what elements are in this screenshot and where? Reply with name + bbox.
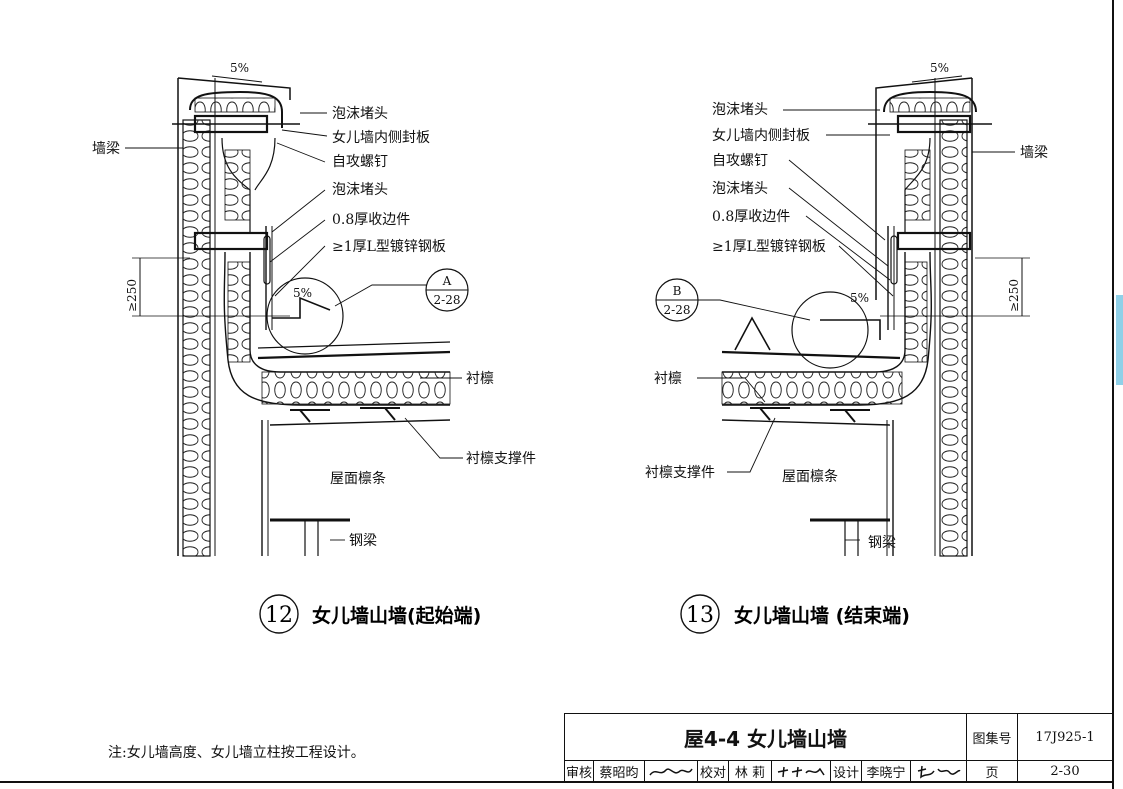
label-wall-beam-13: 墙梁 xyxy=(1020,145,1048,161)
label-foam-plug-12a: 泡沫堵头 xyxy=(332,106,388,122)
checker-signature xyxy=(771,760,831,783)
label-slope-13b: 5% xyxy=(850,291,869,305)
check-label: 校对 xyxy=(697,760,729,783)
label-slope-13: 5% xyxy=(930,61,949,75)
label-steel-beam-13: 钢梁 xyxy=(868,535,896,551)
label-inner-cover-12: 女儿墙内侧封板 xyxy=(332,129,430,146)
label-screw-12: 自攻螺钉 xyxy=(332,154,388,170)
detail-12-title: 12 女儿墙山墙(起始端) xyxy=(259,594,481,634)
label-sub-purlin-12: 衬檩 xyxy=(466,370,494,387)
page-number: 2-30 xyxy=(1017,760,1113,783)
label-slope-12b: 5% xyxy=(293,286,312,300)
reviewer-signature xyxy=(644,760,698,783)
callout-a-page: 2-28 xyxy=(434,293,461,307)
callout-b: B 2-28 xyxy=(655,278,699,322)
label-l-plate-12: ≥1厚L型镀锌钢板 xyxy=(332,238,446,255)
detail-13-title: 13 女儿墙山墙 (结束端) xyxy=(680,594,910,634)
reviewer-name: 蔡昭昀 xyxy=(593,760,645,783)
detail-13-drawing xyxy=(697,75,1030,557)
label-foam-plug-13b: 泡沫堵头 xyxy=(712,181,768,197)
design-label: 设计 xyxy=(830,760,862,783)
designer-signature xyxy=(910,760,967,783)
label-steel-beam-12: 钢梁 xyxy=(349,533,377,549)
detail-13-number: 13 xyxy=(686,603,714,628)
detail-12-name: 女儿墙山墙(起始端) xyxy=(312,604,481,627)
label-foam-plug-12b: 泡沫堵头 xyxy=(332,182,388,198)
label-sub-purlin-support-12: 衬檩支撑件 xyxy=(466,450,536,467)
side-tab xyxy=(1116,295,1123,385)
label-dim-250-13: ≥250 xyxy=(1007,279,1021,312)
label-slope-12: 5% xyxy=(230,61,249,75)
detail-13-name: 女儿墙山墙 (结束端) xyxy=(734,604,910,627)
atlas-label: 图集号 xyxy=(966,713,1018,761)
general-note: 注:女儿墙高度、女儿墙立柱按工程设计。 xyxy=(108,745,365,761)
label-screw-13: 自攻螺钉 xyxy=(712,153,768,169)
checker-name: 林 莉 xyxy=(728,760,772,783)
callout-a: A 2-28 xyxy=(425,268,469,312)
label-roof-purlin-13: 屋面檩条 xyxy=(782,468,838,485)
title-block-title: 屋4-4 女儿墙山墙 xyxy=(564,713,967,761)
label-l-plate-13: ≥1厚L型镀锌钢板 xyxy=(712,238,826,255)
label-edge-trim-12: 0.8厚收边件 xyxy=(332,212,410,228)
label-wall-beam-12: 墙梁 xyxy=(92,141,120,157)
review-label: 审核 xyxy=(564,760,594,783)
detail-12-drawing xyxy=(125,75,463,557)
label-foam-plug-13a: 泡沫堵头 xyxy=(712,102,768,118)
label-inner-cover-13: 女儿墙内侧封板 xyxy=(712,127,810,144)
callout-b-letter: B xyxy=(673,284,682,298)
callout-a-letter: A xyxy=(442,274,452,288)
label-sub-purlin-13: 衬檩 xyxy=(654,370,682,387)
page-label: 页 xyxy=(966,760,1018,783)
atlas-number: 17J925-1 xyxy=(1017,713,1113,761)
detail-12-number: 12 xyxy=(265,603,293,628)
callout-b-page: 2-28 xyxy=(664,303,691,317)
label-sub-purlin-support-13: 衬檩支撑件 xyxy=(645,464,715,481)
label-roof-purlin-12: 屋面檩条 xyxy=(330,470,386,487)
label-dim-250-12: ≥250 xyxy=(125,279,139,312)
label-edge-trim-13: 0.8厚收边件 xyxy=(712,209,790,225)
designer-name: 李晓宁 xyxy=(861,760,911,783)
